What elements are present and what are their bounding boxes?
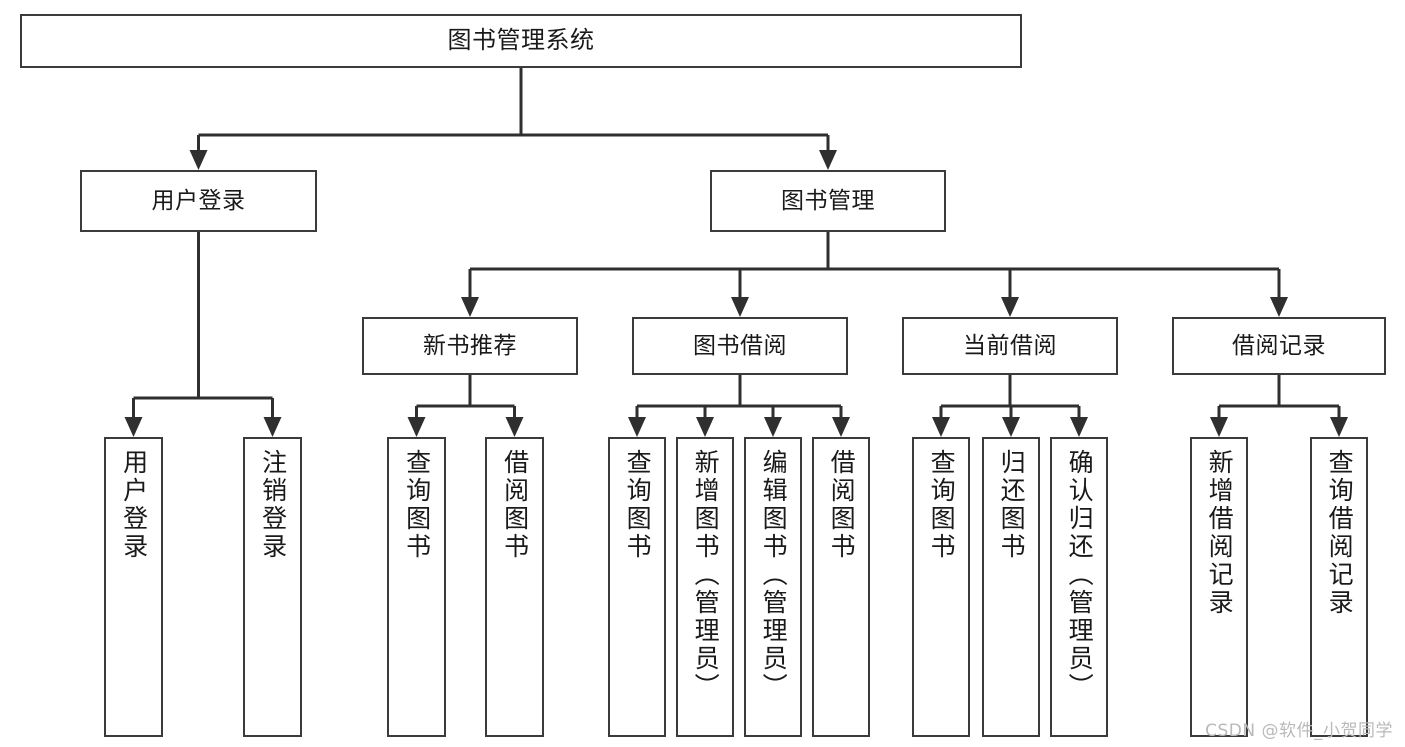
- node-label: 新增借阅记录: [1205, 449, 1235, 617]
- node-newbook[interactable]: 新书推荐: [362, 317, 578, 375]
- node-label: 确认归还（管理员）: [1065, 449, 1095, 701]
- watermark-text: CSDN @软件_小贺同学: [1205, 721, 1393, 741]
- node-label: 用户登录: [119, 449, 149, 561]
- node-bookmgmt[interactable]: 图书管理: [710, 170, 946, 232]
- node-label: 查询借阅记录: [1325, 449, 1355, 617]
- node-label: 借阅图书: [500, 449, 530, 561]
- node-label: 查询图书: [402, 449, 432, 561]
- node-label: 归还图书: [997, 449, 1027, 561]
- node-label: 用户登录: [151, 187, 246, 214]
- node-leaf-8[interactable]: 借阅图书: [812, 437, 870, 737]
- node-leaf-9[interactable]: 查询图书: [912, 437, 970, 737]
- node-label: 查询图书: [623, 449, 653, 561]
- node-leaf-6[interactable]: 新增图书（管理员）: [676, 437, 734, 737]
- node-leaf-10[interactable]: 归还图书: [982, 437, 1040, 737]
- node-label: 图书管理系统: [447, 26, 595, 55]
- node-leaf-2[interactable]: 注销登录: [243, 437, 302, 737]
- node-current[interactable]: 当前借阅: [902, 317, 1118, 375]
- node-leaf-7[interactable]: 编辑图书（管理员）: [744, 437, 802, 737]
- node-label: 借阅图书: [827, 449, 857, 561]
- node-records[interactable]: 借阅记录: [1172, 317, 1386, 375]
- node-label: 注销登录: [258, 449, 288, 561]
- node-leaf-11[interactable]: 确认归还（管理员）: [1050, 437, 1108, 737]
- node-label: 新增图书（管理员）: [691, 449, 721, 701]
- node-label: 查询图书: [927, 449, 957, 561]
- node-label: 编辑图书（管理员）: [759, 449, 789, 701]
- node-root[interactable]: 图书管理系统: [20, 14, 1022, 68]
- node-leaf-12[interactable]: 新增借阅记录: [1190, 437, 1248, 737]
- node-label: 当前借阅: [963, 332, 1057, 359]
- node-leaf-5[interactable]: 查询图书: [608, 437, 666, 737]
- node-login[interactable]: 用户登录: [80, 170, 317, 232]
- node-leaf-13[interactable]: 查询借阅记录: [1310, 437, 1368, 737]
- node-leaf-3[interactable]: 查询图书: [387, 437, 446, 737]
- node-label: 图书管理: [781, 187, 875, 214]
- node-label: 新书推荐: [423, 332, 517, 359]
- node-borrow[interactable]: 图书借阅: [632, 317, 848, 375]
- node-leaf-4[interactable]: 借阅图书: [485, 437, 544, 737]
- node-label: 图书借阅: [693, 332, 787, 359]
- node-label: 借阅记录: [1232, 332, 1326, 359]
- node-leaf-1[interactable]: 用户登录: [104, 437, 163, 737]
